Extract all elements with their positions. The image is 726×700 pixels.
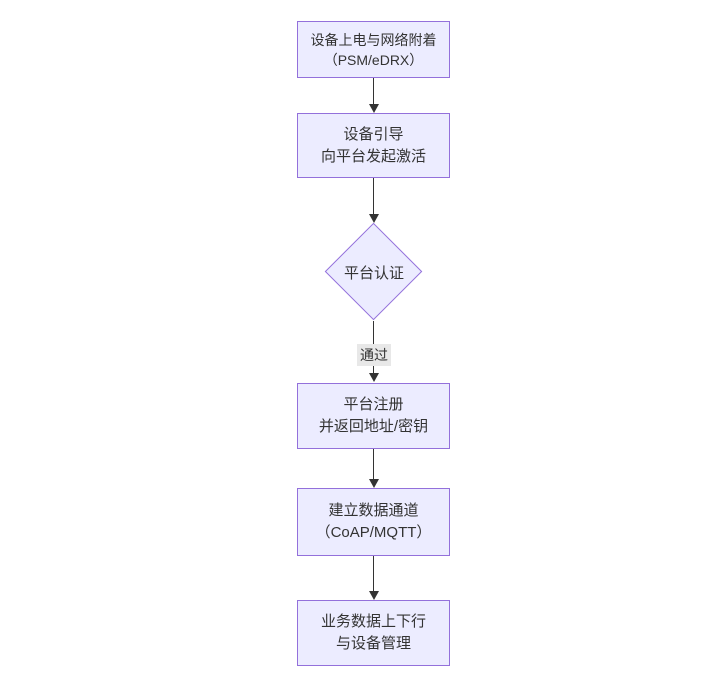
node-power-attach: 设备上电与网络附着 （PSM/eDRX） — [297, 21, 450, 78]
node-business: 业务数据上下行 与设备管理 — [297, 600, 450, 666]
arrowhead-down-icon — [369, 591, 379, 600]
node-text-line: 设备上电与网络附着 — [310, 31, 437, 48]
node-text-line: 向平台发起激活 — [320, 147, 426, 165]
node-auth-decision: 平台认证 — [324, 222, 423, 321]
edge-line — [373, 178, 374, 215]
node-text-line: 与设备管理 — [335, 635, 411, 652]
node-text-line: （CoAP/MQTT） — [315, 524, 432, 541]
arrowhead-down-icon — [369, 479, 379, 488]
node-bootstrap: 设备引导 向平台发起激活 — [297, 113, 450, 178]
edge-line — [373, 78, 374, 105]
node-text-line: 平台注册 — [343, 396, 404, 413]
node-channel: 建立数据通道 （CoAP/MQTT） — [297, 488, 450, 556]
node-text-line: （PSM/eDRX） — [323, 51, 424, 68]
arrowhead-down-icon — [369, 373, 379, 382]
arrowhead-down-icon — [369, 104, 379, 113]
arrowhead-down-icon — [369, 214, 379, 223]
node-text-line: 并返回地址/密钥 — [318, 418, 429, 435]
node-text-line: 业务数据上下行 — [320, 613, 426, 630]
node-text-line: 设备引导 — [343, 125, 404, 143]
edge-label-pass: 通过 — [357, 344, 391, 366]
edge-line — [373, 556, 374, 592]
node-register: 平台注册 并返回地址/密钥 — [297, 383, 450, 449]
node-text-line: 平台认证 — [343, 264, 404, 282]
edge-line — [373, 449, 374, 480]
node-text-line: 建立数据通道 — [328, 502, 419, 519]
